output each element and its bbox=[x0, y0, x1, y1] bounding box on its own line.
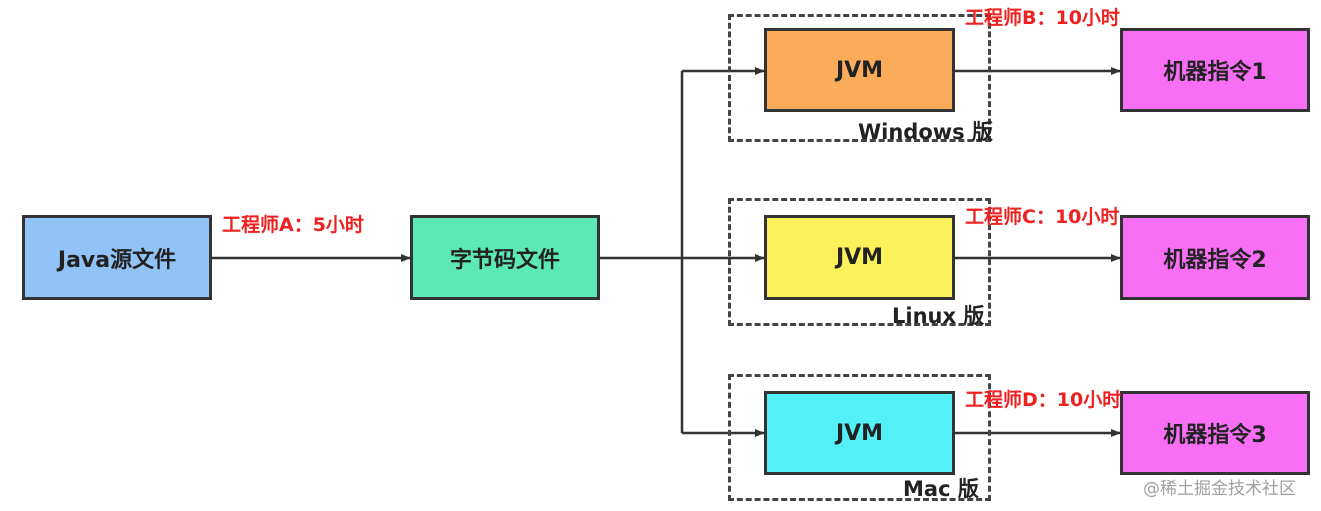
engineer-c-note: 工程师C：10小时 bbox=[965, 206, 1120, 228]
branch-trunk bbox=[600, 71, 684, 433]
linux-group bbox=[728, 198, 991, 326]
engineer-a-note: 工程师A：5小时 bbox=[222, 214, 364, 236]
machine-code-2-node: 机器指令2 bbox=[1120, 215, 1310, 300]
machine-code-2-label: 机器指令2 bbox=[1163, 247, 1267, 273]
engineer-d-note: 工程师D：10小时 bbox=[965, 389, 1122, 411]
engineer-b-note: 工程师B：10小时 bbox=[965, 7, 1120, 29]
jvm-linux-node: JVM bbox=[764, 215, 955, 300]
linux-platform-label: Linux 版 bbox=[892, 304, 985, 328]
java-source-node: Java源文件 bbox=[22, 215, 212, 300]
bytecode-label: 字节码文件 bbox=[449, 247, 560, 273]
jvm-linux-label: JVM bbox=[835, 245, 884, 270]
java-source-label: Java源文件 bbox=[57, 247, 177, 273]
jvm-windows-node: JVM bbox=[764, 28, 955, 112]
jvm-windows-label: JVM bbox=[835, 57, 884, 83]
machine-code-3-label: 机器指令3 bbox=[1163, 423, 1267, 448]
bytecode-node: 字节码文件 bbox=[410, 215, 600, 300]
machine-code-1-label: 机器指令1 bbox=[1163, 60, 1267, 85]
windows-group bbox=[728, 14, 991, 142]
machine-code-3-node: 机器指令3 bbox=[1120, 391, 1310, 475]
machine-code-1-node: 机器指令1 bbox=[1120, 28, 1310, 112]
mac-group bbox=[728, 374, 991, 501]
windows-platform-label: Windows 版 bbox=[858, 120, 993, 144]
jvm-mac-label: JVM bbox=[835, 420, 884, 446]
jvm-mac-node: JVM bbox=[764, 391, 955, 475]
mac-platform-label: Mac 版 bbox=[903, 477, 979, 501]
watermark-text: @稀土掘金技术社区 bbox=[1143, 479, 1296, 499]
